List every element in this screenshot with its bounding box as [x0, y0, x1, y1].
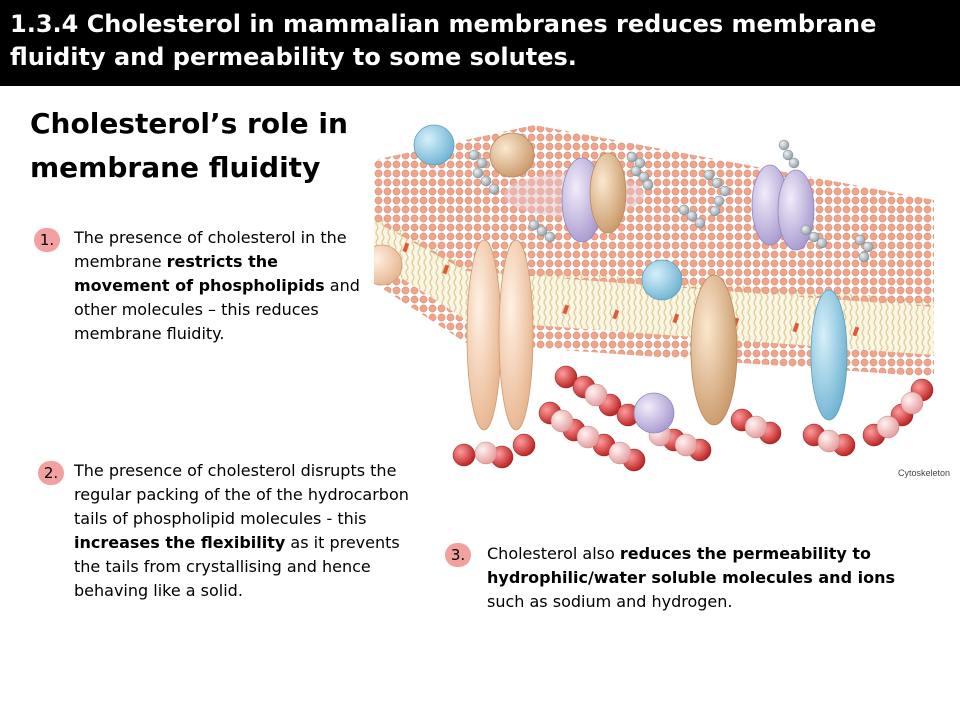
- slide-title: Cholesterol’s role in membrane fluidity: [30, 107, 348, 184]
- point-3-number: 3.: [445, 543, 471, 567]
- cytoskeleton-filaments: [452, 365, 934, 472]
- point-2-segment: The presence of cholesterol disrupts the…: [74, 461, 409, 528]
- point-3-segment-bold: reduces the permeability to hydrophilic/…: [487, 544, 895, 587]
- point-1-segment-bold: restricts the movement of phospholipids: [74, 252, 325, 295]
- point-1-number: 1.: [34, 228, 60, 252]
- figure-caption-cytoskeleton: Cytoskeleton: [898, 468, 951, 478]
- header-bar: 1.3.4 Cholesterol in mammalian membranes…: [0, 0, 960, 86]
- point-2-number: 2.: [38, 461, 64, 485]
- point-2-text: The presence of cholesterol disrupts the…: [74, 459, 419, 603]
- point-1-text: The presence of cholesterol in the membr…: [74, 226, 374, 346]
- peripheral-protein-blue-2: [641, 259, 683, 301]
- integral-protein-blue: [810, 289, 848, 421]
- lower-heads-layer: [374, 255, 934, 377]
- glycoprotein-lilac-3: [777, 169, 815, 251]
- peripheral-protein-blue: [413, 124, 455, 166]
- point-3-segment: Cholesterol also: [487, 544, 620, 563]
- integral-protein-tan: [690, 274, 738, 426]
- peripheral-protein-inner: [633, 392, 675, 434]
- point-1-segment: The presence of cholesterol in the membr…: [74, 228, 347, 271]
- channel-protein-right: [498, 239, 534, 431]
- peripheral-protein-edge: [374, 244, 403, 286]
- point-2-segment-bold: increases the flexibility: [74, 533, 286, 552]
- membrane-diagram: [374, 124, 934, 472]
- point-3-segment: such as sodium and hydrogen.: [487, 592, 733, 611]
- point-1-segment: and other molecules – this reduces membr…: [74, 276, 360, 343]
- channel-protein-left: [466, 239, 502, 431]
- glycoprotein-tan-1: [589, 152, 627, 234]
- carbohydrate-chains: [468, 139, 874, 263]
- header-title: 1.3.4 Cholesterol in mammalian membranes…: [10, 10, 877, 71]
- point-2-segment: as it prevents the tails from crystallis…: [74, 533, 400, 600]
- peripheral-protein-tan: [489, 132, 535, 178]
- point-3-text: Cholesterol also reduces the permeabilit…: [487, 542, 907, 614]
